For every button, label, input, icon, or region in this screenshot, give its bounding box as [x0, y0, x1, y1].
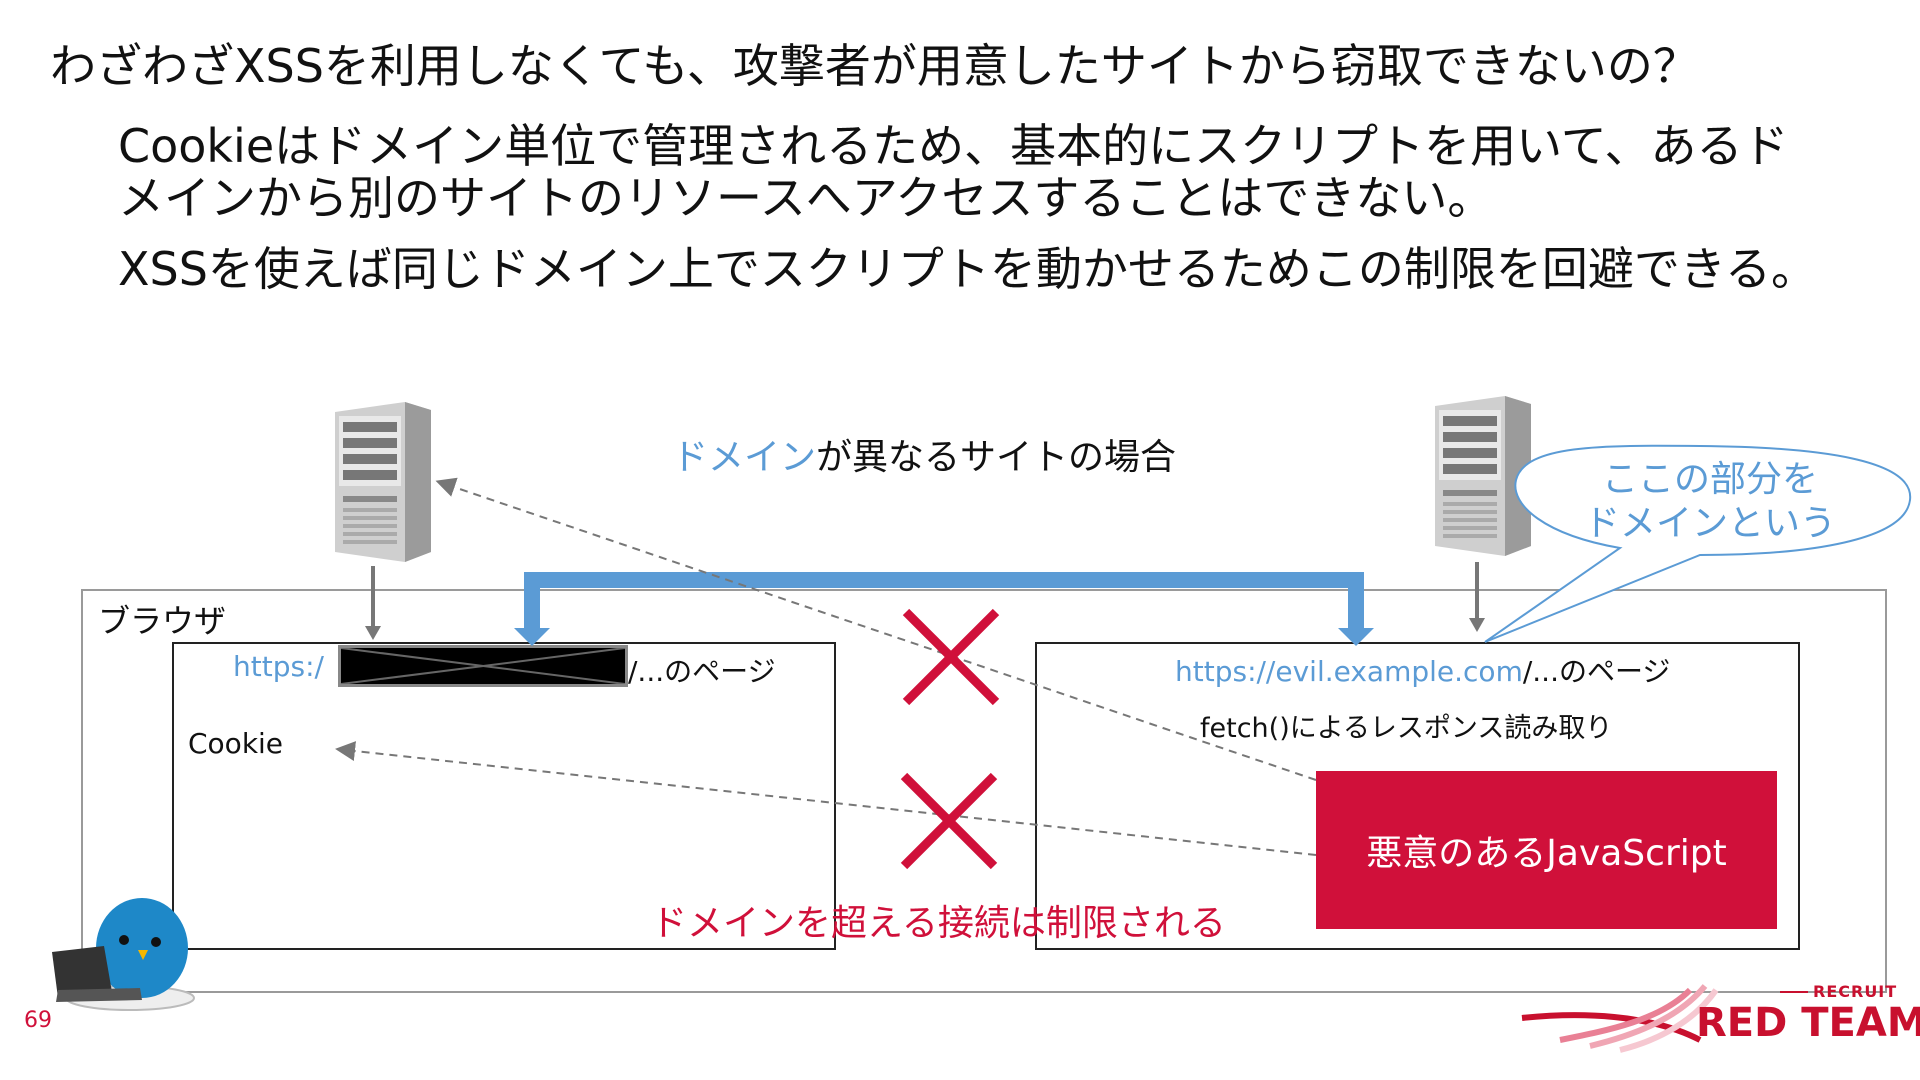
- connector-right-arrowhead: [1338, 628, 1374, 646]
- blocked-cross-icon-bottom: [900, 772, 998, 870]
- domain-caption-rest: が異なるサイトの場合: [816, 437, 1177, 478]
- speech-bubble: [1484, 444, 1912, 643]
- legit-site-url-suffix: /...のページ: [628, 655, 776, 688]
- bubble-text: ここの部分を ドメインという: [1540, 458, 1880, 546]
- evil-site-url: https://evil.example.com/...のページ: [1175, 650, 1670, 690]
- mascot-icon: [52, 898, 195, 1011]
- browser-label: ブラウザ: [98, 602, 227, 640]
- legit-site-url-prefix: https:/: [233, 650, 324, 683]
- url-scheme: https:/: [233, 650, 324, 683]
- dashed-fetch-line: [435, 477, 1317, 781]
- legit-site-window: [172, 642, 836, 950]
- redacted-domain-box: [338, 645, 628, 687]
- paragraph-cookie-domain: Cookieはドメイン単位で管理されるため、基本的にスクリプトを用いて、あるドメ…: [118, 119, 1789, 225]
- logo-recruit-text: RECRUIT: [1813, 982, 1898, 1001]
- connector-left-arrowhead: [514, 628, 550, 646]
- restriction-caption: ドメインを超える接続は制限される: [651, 903, 1226, 944]
- evil-url-suffix: /...のページ: [1522, 655, 1671, 688]
- malicious-js-box: 悪意のあるJavaScript: [1316, 771, 1777, 929]
- browser-frame: [81, 589, 1887, 993]
- paragraph-xss-bypass: XSSを使えば同じドメイン上でスクリプトを動かせるためこの制限を回避できる。: [118, 242, 1817, 296]
- server-right-arrowhead: [1469, 618, 1485, 632]
- server-left-arrowhead: [365, 626, 381, 640]
- bubble-line-2: ドメインという: [1583, 503, 1836, 544]
- connector-bar: [524, 572, 1364, 635]
- malicious-js-label: 悪意のあるJavaScript: [1366, 833, 1727, 874]
- bubble-line-1: ここの部分を: [1601, 459, 1818, 500]
- slide-title: わざわざXSSを利用しなくても、攻撃者が用意したサイトから窃取できないの？: [50, 39, 1699, 93]
- server-right-icon: [1435, 396, 1531, 556]
- evil-domain: https://evil.example.com: [1175, 655, 1523, 688]
- server-left-icon: [335, 402, 431, 562]
- redteam-logo-icon: [1521, 984, 1808, 1053]
- dashed-cookie-line: [335, 741, 1317, 856]
- fetch-label: fetch()によるレスポンス読み取り: [1200, 713, 1613, 744]
- cookie-label: Cookie: [188, 727, 284, 760]
- domain-caption: ドメインが異なるサイトの場合: [672, 428, 1176, 480]
- domain-caption-highlight: ドメイン: [672, 437, 817, 478]
- blocked-cross-icon-top: [902, 608, 1000, 706]
- redaction-cross-icon: [340, 647, 626, 685]
- logo-red-team-text: RED TEAM: [1696, 1000, 1920, 1046]
- page-number: 69: [24, 1008, 52, 1033]
